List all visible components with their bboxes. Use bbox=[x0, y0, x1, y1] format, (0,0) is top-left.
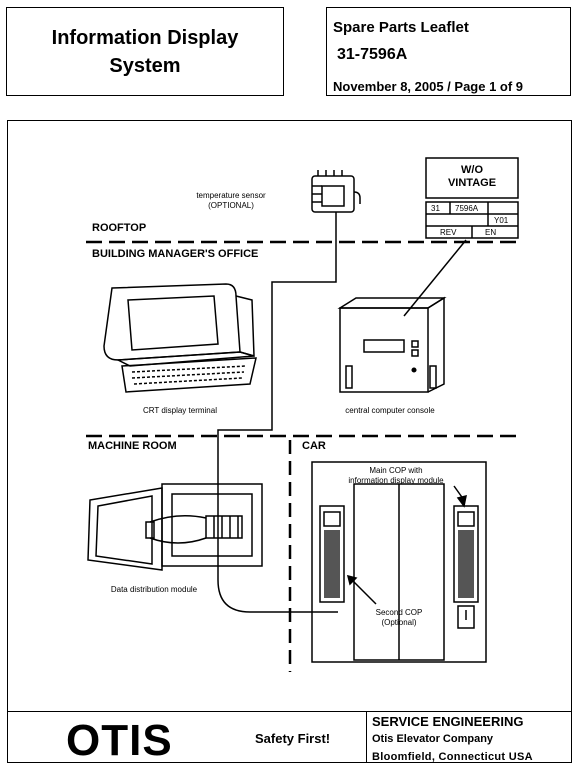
temp-sensor-optional: (OPTIONAL) bbox=[208, 201, 254, 210]
document-title: Information Display System bbox=[52, 24, 239, 80]
cop-buttons bbox=[324, 530, 474, 598]
department-title: SERVICE ENGINEERING bbox=[372, 714, 524, 729]
footer-vertical-divider bbox=[366, 711, 367, 763]
title-line-2: System bbox=[109, 54, 181, 77]
crt-terminal-icon bbox=[103, 283, 257, 393]
document-title-box: Information Display System bbox=[6, 7, 284, 96]
zone-machine-room: MACHINE ROOM bbox=[88, 440, 177, 452]
vintage-title-2: VINTAGE bbox=[448, 177, 496, 189]
central-console-icon bbox=[337, 296, 447, 393]
console-label: central computer console bbox=[345, 406, 435, 415]
second-cop-label-2: (Optional) bbox=[381, 618, 416, 627]
leaflet-number: 31-7596A bbox=[337, 46, 408, 63]
second-cop-label-1: Second COP bbox=[376, 608, 423, 617]
date-page: November 8, 2005 / Page 1 of 9 bbox=[333, 79, 524, 94]
vintage-rev: REV bbox=[440, 228, 457, 237]
data-cable bbox=[217, 212, 338, 613]
zone-car: CAR bbox=[302, 440, 326, 452]
vintage-en: EN bbox=[485, 228, 496, 237]
diagram-frame bbox=[7, 120, 572, 763]
otis-logo: OTIS bbox=[66, 716, 173, 765]
crt-label: CRT display terminal bbox=[143, 406, 217, 415]
car-cab-icon bbox=[311, 461, 487, 663]
console-cable bbox=[403, 239, 467, 317]
ddm-label: Data distribution module bbox=[111, 585, 198, 594]
temperature-sensor-icon bbox=[311, 170, 361, 213]
main-cop-label-1: Main COP with bbox=[369, 466, 422, 475]
main-cop-label-2: information display module bbox=[348, 476, 444, 485]
safety-slogan: Safety First! bbox=[255, 731, 331, 746]
vintage-cell-1: 31 bbox=[431, 204, 440, 213]
leaflet-label: Spare Parts Leaflet bbox=[333, 19, 469, 36]
company-location: Bloomfield, Connecticut USA bbox=[372, 751, 533, 763]
vintage-table bbox=[425, 157, 519, 239]
leaflet-info-box: Spare Parts Leaflet 31-7596A November 8,… bbox=[326, 7, 571, 96]
zone-rooftop: ROOFTOP bbox=[92, 222, 146, 234]
title-line-1: Information Display bbox=[51, 26, 239, 49]
vintage-cell-2: 7596A bbox=[455, 204, 479, 213]
company-name: Otis Elevator Company bbox=[372, 733, 494, 745]
vintage-cell-y01: Y01 bbox=[494, 216, 509, 225]
data-distribution-module-icon bbox=[87, 483, 263, 571]
zone-managers-office: BUILDING MANAGER'S OFFICE bbox=[92, 248, 258, 260]
vintage-title-1: W/O bbox=[461, 164, 483, 176]
temp-sensor-label: temperature sensor bbox=[196, 191, 266, 200]
footer-divider bbox=[7, 711, 572, 712]
